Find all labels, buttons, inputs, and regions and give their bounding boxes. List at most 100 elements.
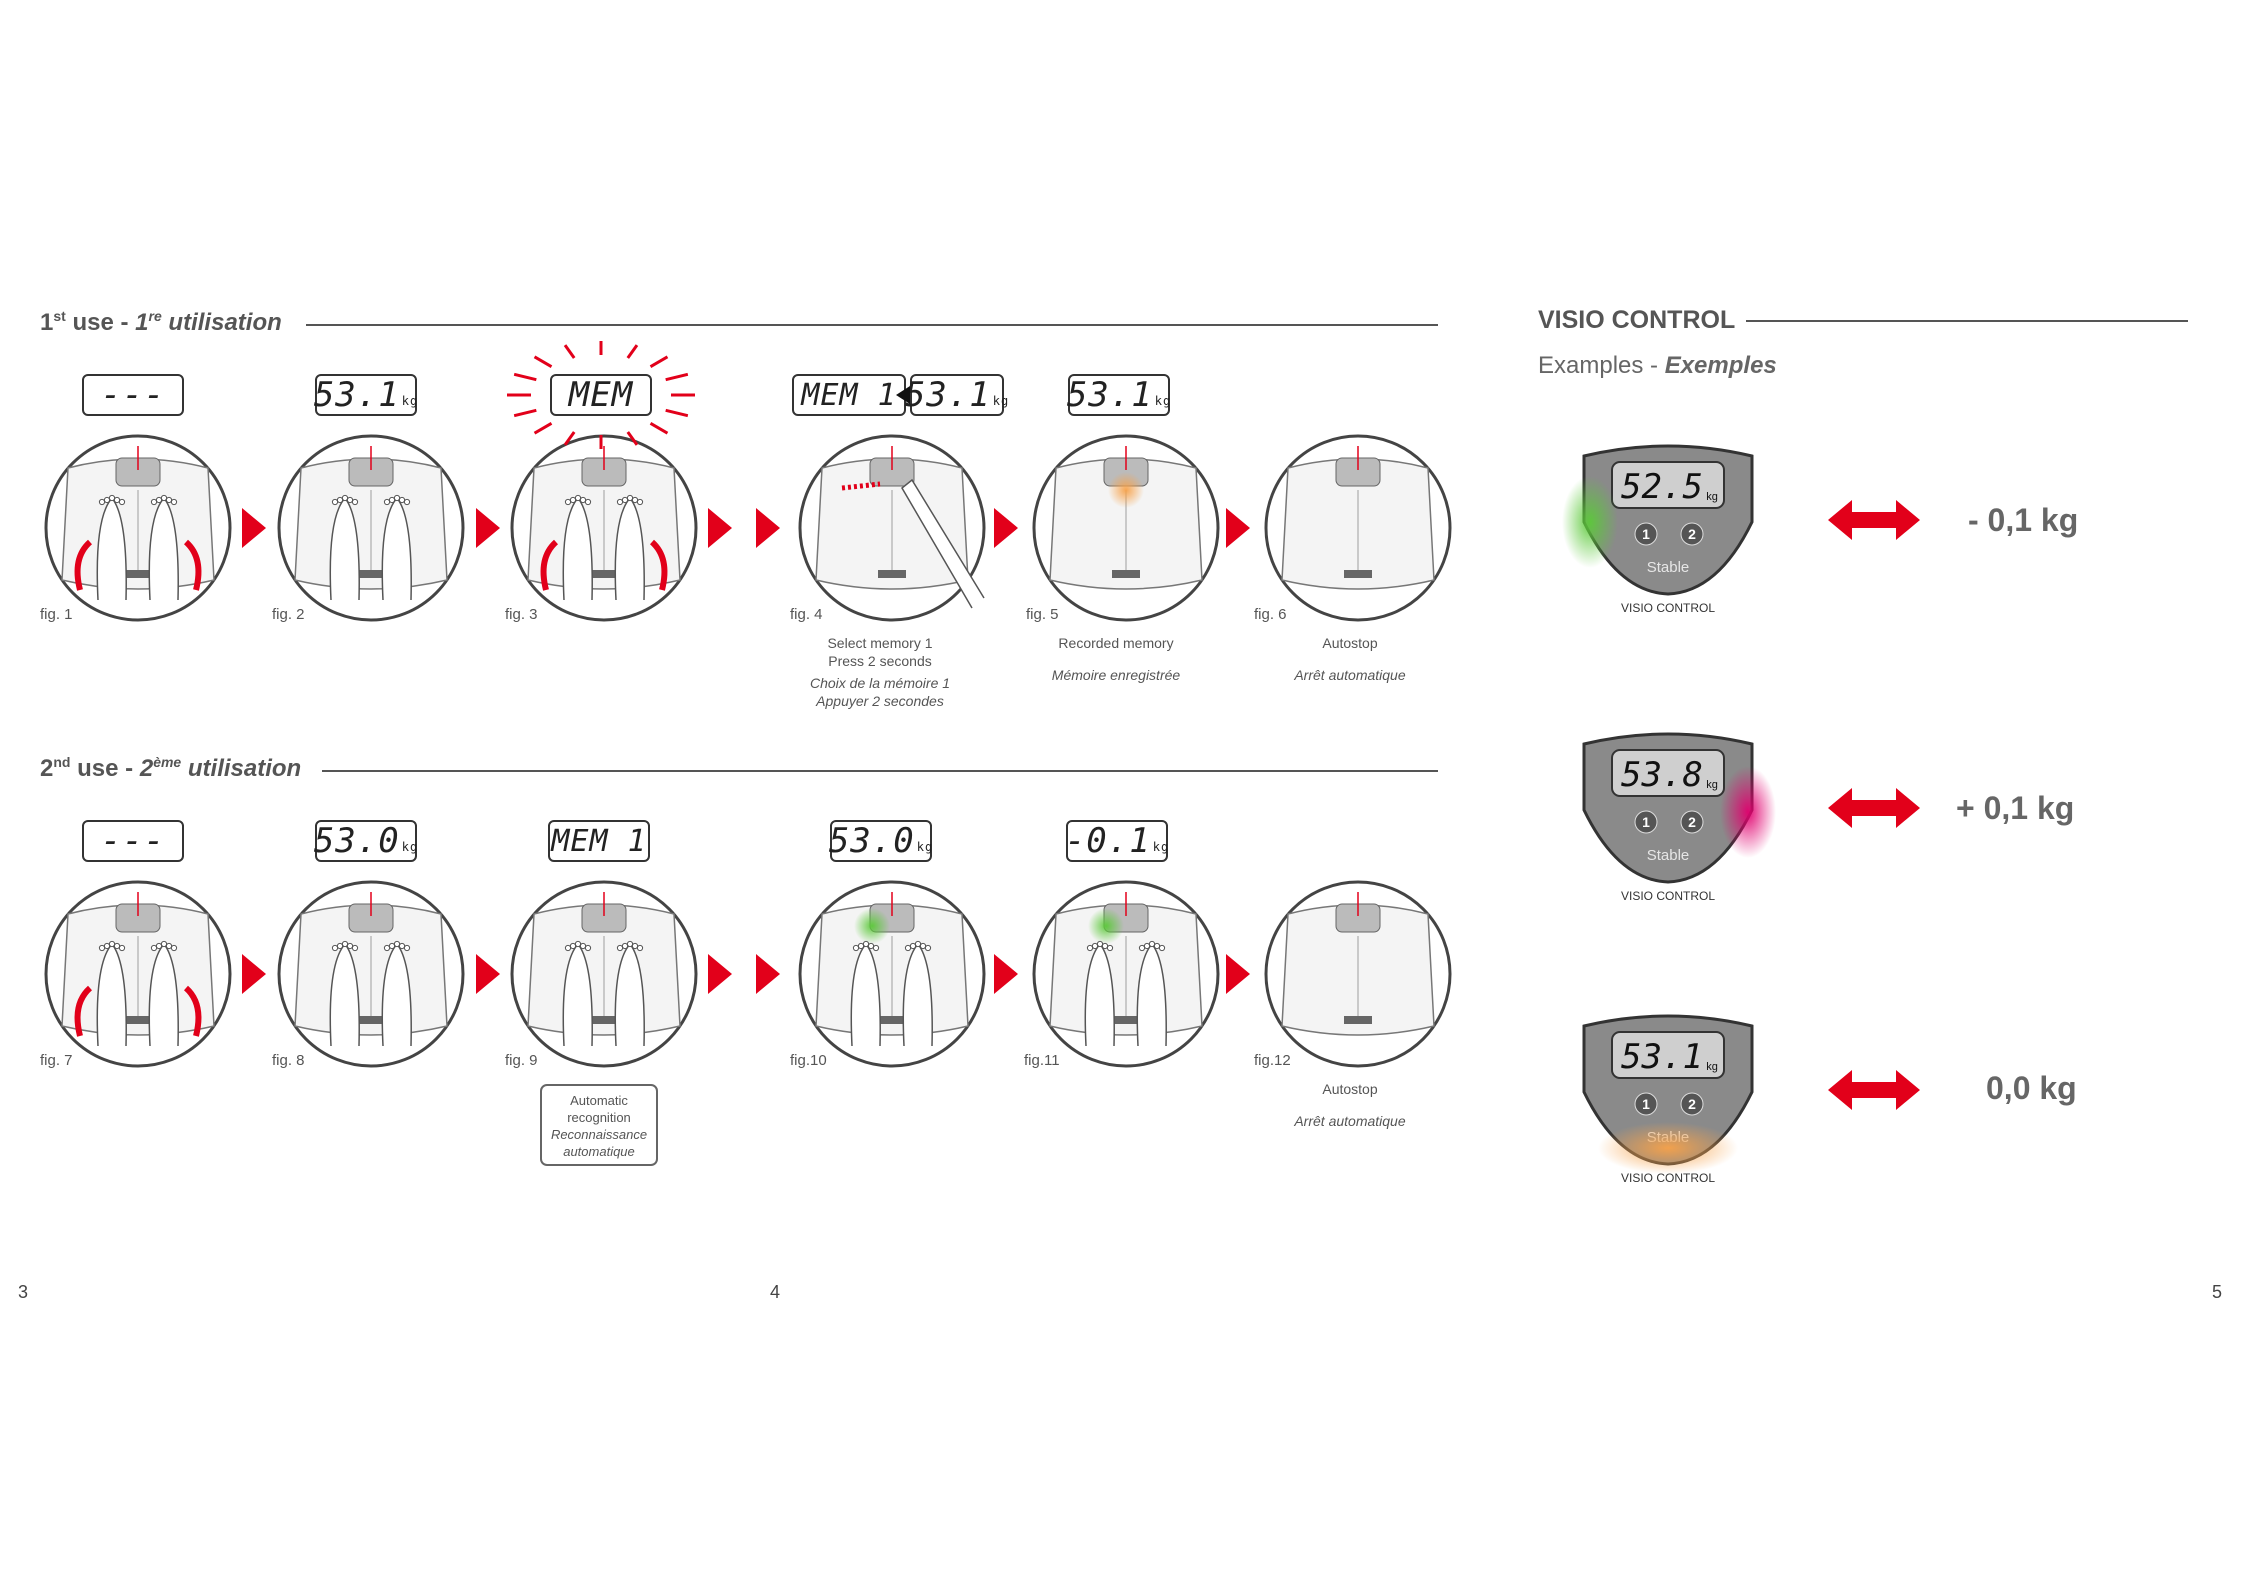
brand-label: VISIO CONTROL: [1621, 601, 1715, 615]
toe: [165, 942, 173, 950]
brand-plate: [878, 1016, 906, 1024]
scale-figure: [1032, 434, 1220, 622]
toe: [346, 496, 354, 504]
page-number: 4: [770, 1282, 781, 1302]
status-glow: [1562, 476, 1618, 568]
lcd-fig1: ---: [82, 374, 184, 416]
fig-label: fig. 1: [40, 606, 73, 623]
toe: [388, 496, 396, 504]
double-arrow-icon: [1828, 1070, 1920, 1110]
fig-label: fig. 2: [272, 606, 305, 623]
step-arrow-icon: [1226, 954, 1250, 994]
device-unit: kg: [1706, 1061, 1718, 1073]
flash-ray: [563, 344, 576, 359]
toe: [383, 944, 391, 952]
toe: [569, 942, 577, 950]
toe: [569, 496, 577, 504]
toe: [336, 942, 344, 950]
indicator-glow: [1108, 472, 1144, 508]
toe: [108, 940, 116, 948]
fig-label: fig. 4: [790, 606, 823, 623]
toe: [351, 498, 359, 506]
flash-ray: [563, 431, 576, 446]
rock-arrow-icon: [74, 985, 93, 1037]
brand-plate: [124, 1016, 152, 1024]
toe: [1091, 942, 1099, 950]
memory-button: [1680, 1092, 1704, 1116]
brand-plate: [590, 1016, 618, 1024]
memory-button-label: 2: [1688, 526, 1696, 542]
visio-rule: [1746, 320, 2188, 322]
toe: [1101, 942, 1109, 950]
double-arrow-icon: [1828, 500, 1920, 540]
rock-arrow-icon: [183, 539, 202, 591]
toe: [403, 498, 411, 506]
toe: [150, 944, 158, 952]
example-diff-1: - 0,1 kg: [1968, 502, 2079, 538]
scale-figure: [1264, 434, 1452, 622]
brand-plate: [357, 1016, 385, 1024]
double-arrow-icon: [1828, 788, 1920, 828]
memory-button: [1680, 810, 1704, 834]
status-glow: [1720, 766, 1776, 858]
step-arrow-icon: [708, 954, 732, 994]
fig-label: fig. 7: [40, 1052, 73, 1069]
toe: [904, 944, 912, 952]
device-weight-value: 53.1: [1621, 1037, 1703, 1077]
scale-figure: [798, 434, 986, 622]
toe: [103, 496, 111, 504]
page-number: 3: [18, 1282, 29, 1302]
example-diff-2: + 0,1 kg: [1956, 790, 2075, 826]
indicator-glow: [854, 908, 890, 944]
step-arrow-icon: [242, 508, 266, 548]
flash-ray: [649, 355, 669, 369]
toe: [160, 940, 168, 948]
toe: [336, 496, 344, 504]
step-arrow-icon: [708, 508, 732, 548]
toe: [103, 942, 111, 950]
toe: [621, 496, 629, 504]
toe: [579, 496, 587, 504]
flash-ray: [665, 408, 689, 418]
section1-rule: [306, 324, 1438, 326]
toe: [165, 496, 173, 504]
status-glow: [1598, 1122, 1738, 1174]
toe: [383, 498, 391, 506]
brand-plate: [1112, 1016, 1140, 1024]
visio-subtitle: Examples - Exemples: [1538, 352, 1777, 379]
toe: [331, 498, 339, 506]
toe: [155, 942, 163, 950]
rock-arrow-icon: [74, 539, 93, 591]
toe: [118, 498, 126, 506]
toe: [170, 498, 178, 506]
indicator-glow: [1088, 908, 1124, 944]
step-arrow-icon: [994, 508, 1018, 548]
scale-figure: [277, 434, 465, 622]
step-arrow-icon: [242, 954, 266, 994]
fig-label: fig.11: [1024, 1052, 1060, 1069]
section2-rule: [322, 770, 1438, 772]
toe: [626, 940, 634, 948]
section2-title: 2nd use - 2ème utilisation: [40, 754, 302, 782]
toe: [346, 942, 354, 950]
toe: [393, 940, 401, 948]
flash-ray: [665, 372, 689, 382]
tap-arrow-icon: [841, 481, 881, 491]
toe: [1158, 944, 1166, 952]
toe: [584, 944, 592, 952]
toe: [616, 944, 624, 952]
toe: [398, 942, 406, 950]
toe: [919, 942, 927, 950]
memory-button-label: 1: [1642, 1096, 1650, 1112]
fig-label: fig. 9: [505, 1052, 538, 1069]
brand-plate: [1344, 570, 1372, 578]
brand-label: VISIO CONTROL: [1621, 1171, 1715, 1185]
